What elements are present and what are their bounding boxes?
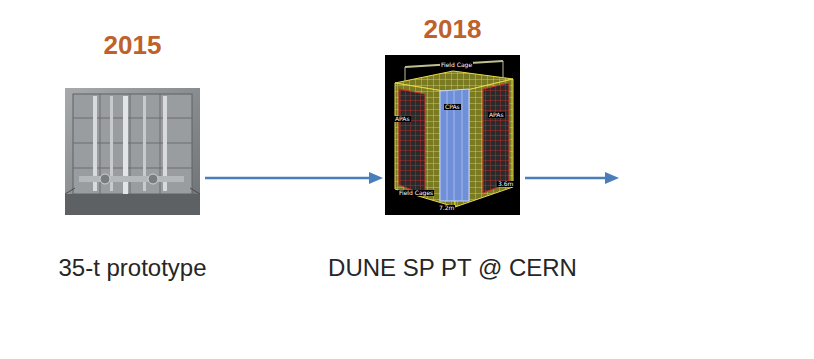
continuation-arrow bbox=[525, 172, 619, 184]
year-heading: 2018 bbox=[424, 15, 482, 44]
detector-schematic bbox=[385, 55, 520, 215]
flow-arrow bbox=[205, 172, 383, 184]
part-label: CPAs bbox=[444, 104, 461, 110]
tank-photo bbox=[65, 88, 200, 215]
picture-caption: 35-t prototype bbox=[58, 255, 206, 281]
part-label: Field Cages bbox=[398, 190, 434, 196]
part-label: APAs bbox=[488, 112, 505, 118]
picture-node: 201535-t prototype bbox=[65, 88, 200, 215]
part-label: Field Cage bbox=[440, 62, 473, 68]
part-label: 3.6m bbox=[497, 181, 514, 187]
part-label: APAs bbox=[394, 116, 411, 122]
picture-caption: DUNE SP PT @ CERN bbox=[328, 255, 577, 281]
year-heading: 2015 bbox=[104, 31, 162, 60]
part-label: 7.2m bbox=[438, 205, 455, 211]
